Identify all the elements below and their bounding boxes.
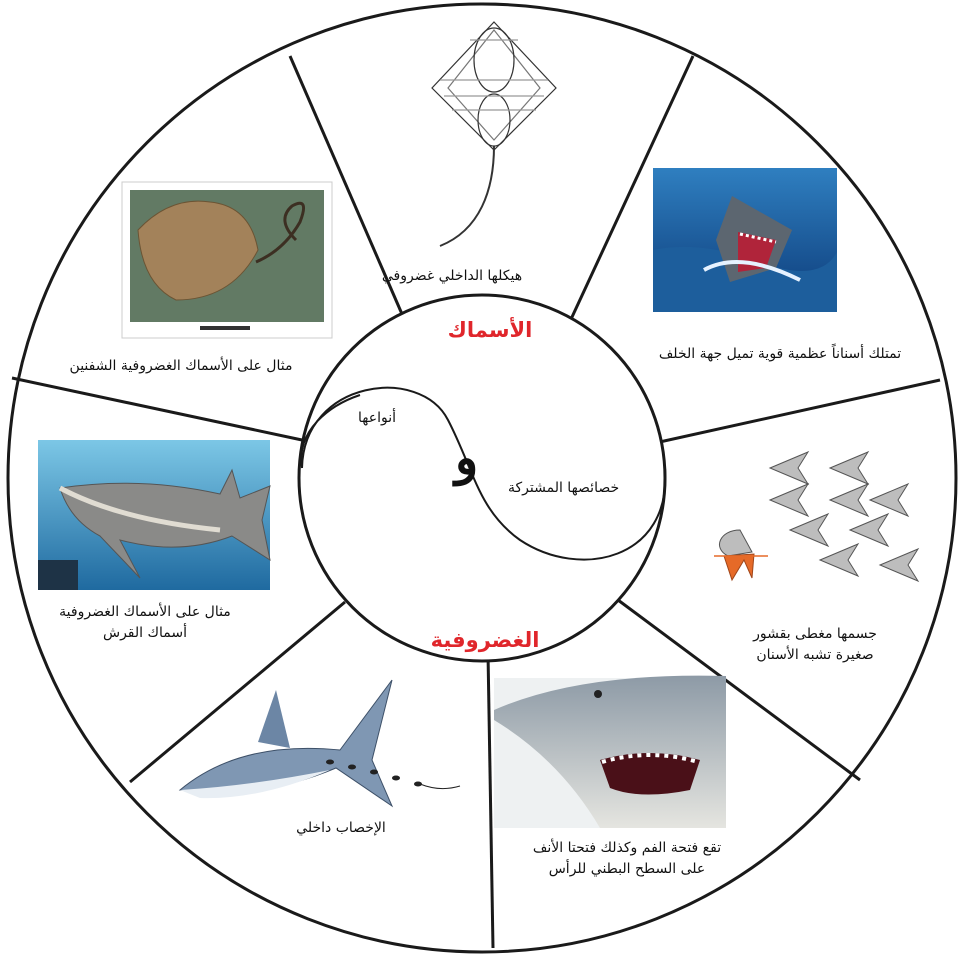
title-top: الأسماك	[430, 318, 550, 342]
caption-line: جسمها مغطى بقشور	[710, 624, 920, 645]
caption-line: صغيرة تشبه الأسنان	[710, 645, 920, 666]
shark-underwater-photo	[38, 440, 270, 590]
stingray-photo	[122, 182, 332, 338]
caption-line: مثال على الأسماك الغضروفية الشفنين	[36, 356, 326, 377]
mouth-caption: تقع فتحة الفم وكذلك فتحتا الأنف على السط…	[492, 838, 762, 880]
caption-line: هيكلها الداخلي غضروفي	[372, 266, 532, 287]
caption-line: الإخصاب داخلي	[266, 818, 416, 839]
caption-line: أسماك القرش	[30, 623, 260, 644]
inner-circle	[299, 295, 665, 661]
caption-line: مثال على الأسماك الغضروفية	[30, 602, 260, 623]
fertilization-caption: الإخصاب داخلي	[266, 818, 416, 839]
shark-example-caption: مثال على الأسماك الغضروفية أسماك القرش	[30, 602, 260, 644]
caption-line: تقع فتحة الفم وكذلك فتحتا الأنف	[492, 838, 762, 859]
conjunction-and: و	[455, 430, 478, 486]
caption-line: على السطح البطني للرأس	[492, 859, 762, 880]
teeth-caption: تمتلك أسناناً عظمية قوية تميل جهة الخلف	[650, 344, 910, 365]
title-bottom: الغضروفية	[400, 628, 570, 652]
caption-line: تمتلك أسناناً عظمية قوية تميل جهة الخلف	[650, 344, 910, 365]
ray-example-caption: مثال على الأسماك الغضروفية الشفنين	[36, 356, 326, 377]
scales-caption: جسمها مغطى بقشور صغيرة تشبه الأسنان	[710, 624, 920, 666]
skeleton-caption: هيكلها الداخلي غضروفي	[372, 266, 532, 287]
shark-open-jaws-photo	[653, 168, 837, 312]
characteristics-label: خصائصها المشتركة	[508, 480, 619, 496]
shark-head-photo	[494, 676, 726, 828]
types-label: أنواعها	[358, 410, 396, 426]
